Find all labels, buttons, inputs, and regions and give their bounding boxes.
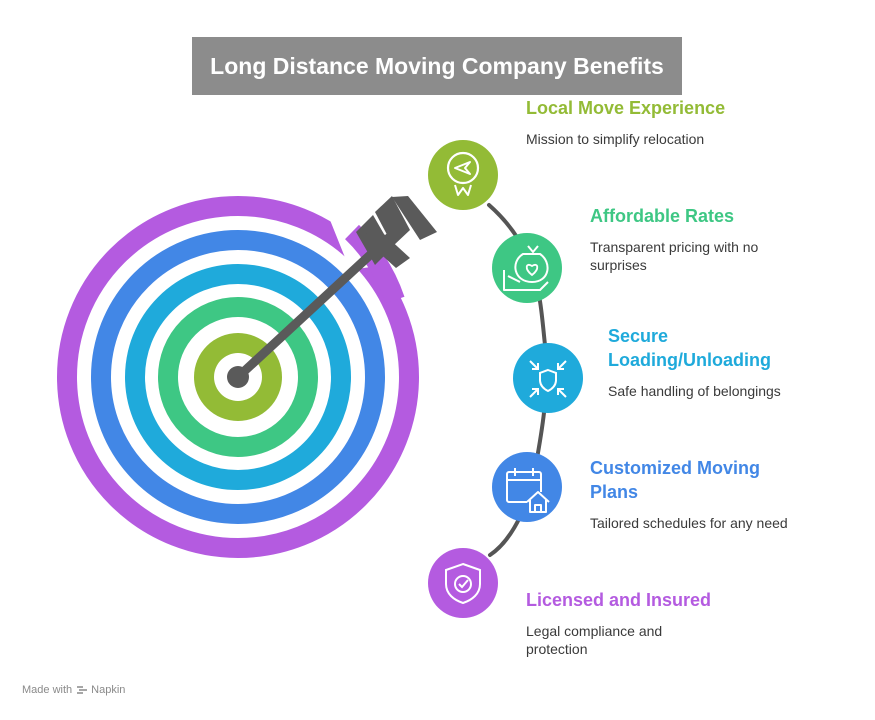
benefit-item-secure-loading: Secure Loading/Unloading Safe handling o… [608, 324, 808, 400]
napkin-logo-icon [77, 686, 88, 694]
benefit-title: Local Move Experience [526, 98, 726, 118]
ring-purple [57, 196, 419, 558]
benefit-title: Secure Loading/Unloading [608, 326, 771, 370]
title-banner: Long Distance Moving Company Benefits [192, 37, 682, 95]
benefit-item-customized-plans: Customized Moving Plans Tailored schedul… [590, 456, 810, 532]
benefit-item-affordable-rates: Affordable Rates Transparent pricing wit… [590, 204, 810, 274]
ring-blue [91, 230, 385, 524]
ring-green [158, 297, 318, 457]
calendar-home-icon [492, 452, 562, 522]
benefit-desc: Tailored schedules for any need [590, 515, 788, 531]
money-bag-heart-icon [492, 233, 562, 303]
brand-label: Napkin [91, 684, 126, 696]
page-title: Long Distance Moving Company Benefits [210, 52, 664, 79]
benefit-item-licensed-insured: Licensed and Insured Legal compliance an… [526, 588, 726, 658]
benefit-title: Customized Moving Plans [590, 458, 760, 502]
arrow-icon [227, 196, 437, 388]
benefit-desc: Safe handling of belongings [608, 383, 781, 399]
benefit-item-local-move: Local Move Experience Mission to simplif… [526, 96, 826, 148]
made-with-label: Made with [22, 684, 73, 696]
shield-check-icon [428, 548, 498, 618]
shield-arrows-icon [513, 343, 583, 413]
benefit-title: Affordable Rates [590, 206, 735, 226]
napkin-brand[interactable]: Napkin [76, 684, 125, 696]
footer-credit: Made with Napkin [22, 684, 125, 696]
ring-cyan [125, 264, 351, 490]
benefit-title: Licensed and Insured [526, 590, 712, 610]
compass-icon [428, 140, 498, 210]
benefit-desc: Legal compliance and protection [526, 623, 663, 657]
benefit-desc: Mission to simplify relocation [526, 131, 705, 147]
benefit-desc: Transparent pricing with no surprises [590, 239, 759, 273]
